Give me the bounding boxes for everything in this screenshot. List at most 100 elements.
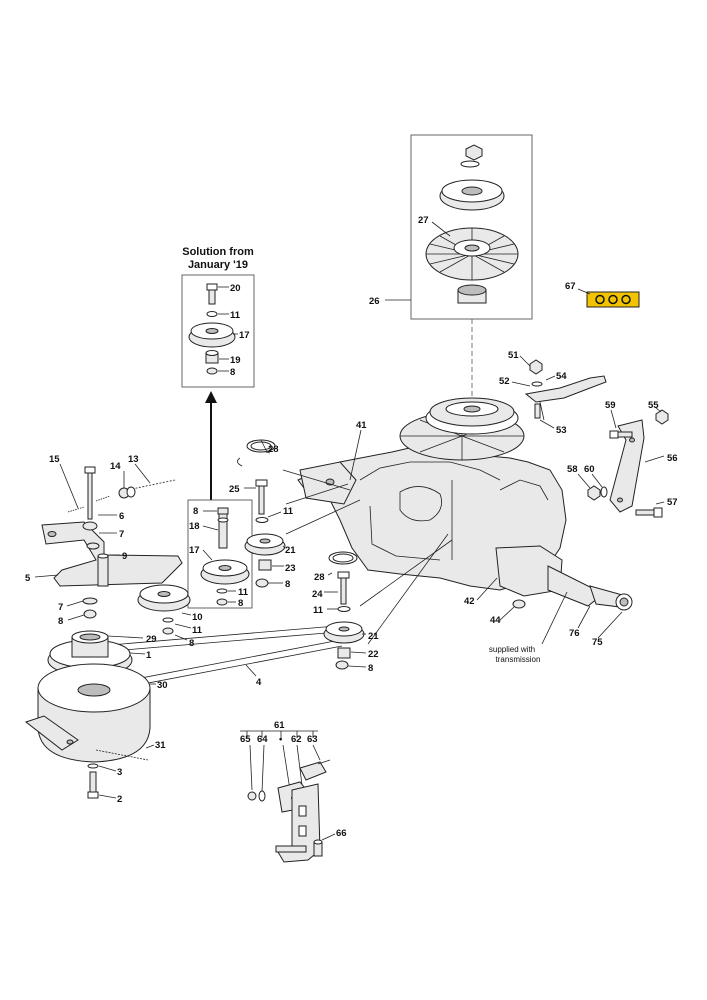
label-15: 15 [49,454,60,465]
label-41: 41 [356,420,367,431]
label-6: 6 [119,511,124,522]
label-53: 53 [556,425,567,436]
label-64: 64 [257,734,268,745]
label-11a: 11 [230,310,241,321]
label-42: 42 [464,596,475,607]
sticker-rect [586,291,640,308]
sticker-67: 67 [565,281,640,308]
nut-part [465,144,483,161]
idler-bracket-assembly: 15 14 13 6 7 9 5 7 8 [25,454,183,627]
label-24: 24 [312,589,323,600]
label-4: 4 [256,677,262,688]
inset-title-line2: January '19 [188,259,248,271]
label-54: 54 [556,371,567,382]
transmission: 41 42 44 76 75 supplied with transmissio… [282,397,633,664]
label-3: 3 [117,767,122,778]
inset-frame-old [187,499,253,609]
label-21a: 21 [285,545,296,556]
idler-pulley: 10 11 8 [137,584,203,649]
label-14: 14 [110,461,121,472]
label-31: 31 [155,740,166,751]
label-75: 75 [592,637,603,648]
label-8f: 8 [285,579,290,590]
label-63: 63 [307,734,318,745]
label-28-upper [260,439,268,453]
fan-pulley-inset: 26 27 [369,134,533,320]
label-28b: 28 [314,572,325,583]
label-66: 66 [336,828,347,839]
label-8b: 8 [193,506,198,517]
label-30: 30 [157,680,168,691]
hub-part [457,284,487,304]
label-13: 13 [128,454,139,465]
label-5: 5 [25,573,31,584]
inset-title-line1: Solution from [182,246,254,258]
bypass-lever: 51 52 54 53 [499,350,607,436]
label-1: 1 [146,650,152,661]
label-25: 25 [229,484,240,495]
label-61: 61 [274,720,285,731]
label-28-top: 28 [268,444,279,455]
label-28a: 28 [268,444,279,455]
transmission-note-line1: supplied with [489,645,535,654]
label-dot: • [279,734,283,745]
label-29: 29 [146,634,157,645]
label-8c: 8 [238,598,243,609]
label-58: 58 [567,464,578,475]
label-23: 23 [285,563,296,574]
label-18: 18 [189,521,200,532]
inset-frame-2019 [181,274,255,388]
label-59: 59 [605,400,616,411]
electric-clutch: 30 31 3 2 [24,663,168,805]
label-51: 51 [508,350,519,361]
washer-part [460,160,480,168]
label-17b: 17 [189,545,200,556]
new-solution-inset: Solution from January '19 20 11 17 19 8 [181,246,255,388]
label-10: 10 [192,612,203,623]
label-19: 19 [230,355,241,366]
right-bracket: 59 55 56 58 60 57 [567,400,678,518]
transmission-note-line2: transmission [496,655,541,664]
leader-21a [285,499,361,535]
label-65: 65 [240,734,251,745]
label-11e: 11 [313,605,324,616]
label-52: 52 [499,376,510,387]
label-7b: 7 [58,602,63,613]
axle-output [547,565,633,611]
lower-idler-stack: 28 24 11 21 22 8 [312,551,379,674]
label-60: 60 [584,464,595,475]
label-9: 9 [122,551,127,562]
label-11b: 11 [238,587,249,598]
inset-frame [410,134,533,320]
label-8e: 8 [189,638,194,649]
leader-11d [285,483,349,505]
label-26: 26 [369,296,380,307]
bracket-part [41,521,183,587]
safety-switch-assembly: 61 65 64 • 62 63 66 [240,720,347,863]
label-67: 67 [565,281,576,292]
label-55: 55 [648,400,659,411]
label-56: 56 [667,453,678,464]
label-8d: 8 [58,616,63,627]
label-76: 76 [569,628,580,639]
label-44: 44 [490,615,501,626]
label-11d: 11 [283,506,294,517]
label-22: 22 [368,649,379,660]
label-57: 57 [667,497,678,508]
label-62: 62 [291,734,302,745]
label-17a: 17 [239,330,250,341]
leader-11e [359,539,453,607]
label-8g: 8 [368,663,373,674]
label-11c: 11 [192,625,203,636]
replacement-arrow [205,391,217,500]
upper-idler-stack: 28 25 11 21 23 8 [229,439,296,590]
label-27: 27 [418,215,429,226]
label-8a: 8 [230,367,235,378]
label-20: 20 [230,283,241,294]
label-7a: 7 [119,529,124,540]
label-2: 2 [117,794,122,805]
pulley-hub [461,186,483,196]
old-solution-inset: 8 18 17 11 8 [187,499,253,609]
fan-part [425,227,519,281]
